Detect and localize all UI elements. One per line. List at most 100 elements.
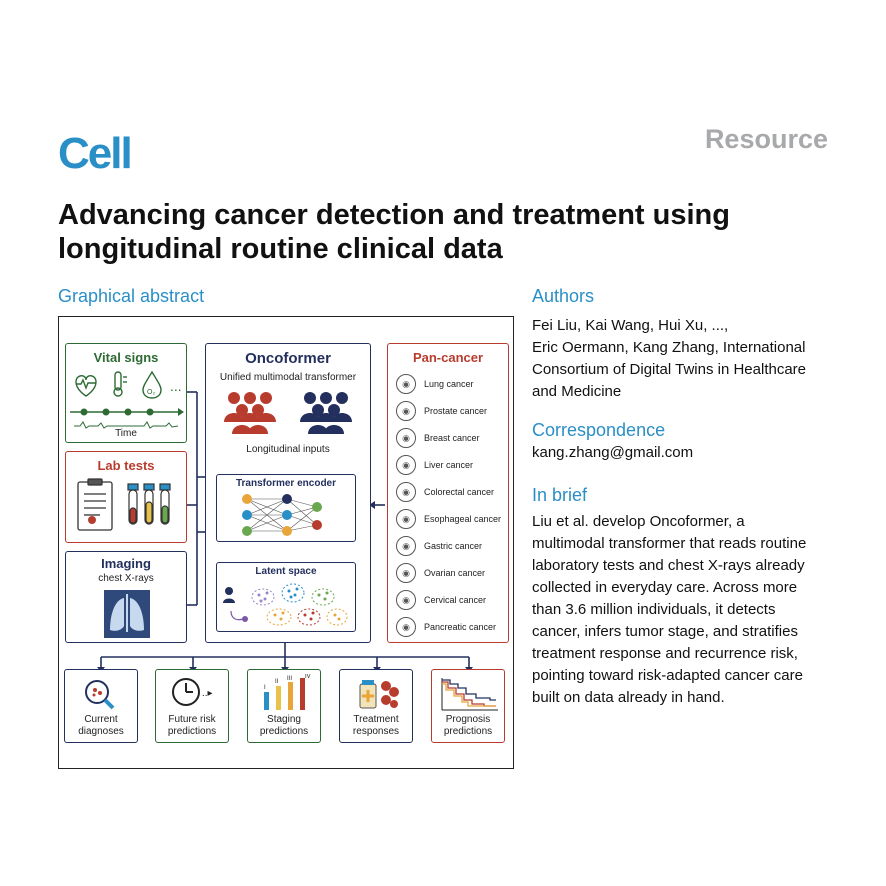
cancer-item-esophageal: ◉ Esophageal cancer (396, 507, 501, 531)
cancer-item-lung: ◉ Lung cancer (396, 372, 474, 396)
correspondence-email[interactable]: kang.zhang@gmail.com (532, 444, 694, 461)
oncoformer-panel: Oncoformer Unified multimodal transforme… (205, 343, 371, 643)
cancer-label: Ovarian cancer (424, 568, 486, 578)
latent-space-label: Latent space (255, 566, 317, 577)
in-brief-line: pointing toward risk-adapted cancer care (532, 667, 803, 684)
output-label-line: Current (84, 714, 118, 725)
esophagus-icon: ◉ (396, 509, 416, 529)
graphical-abstract-heading: Graphical abstract (58, 286, 205, 306)
imaging-panel: Imaging chest X-rays (65, 551, 187, 643)
article-type: Resource (704, 124, 828, 154)
cancer-label: Colorectal cancer (424, 487, 495, 497)
clusters-icon (223, 583, 348, 626)
magnifier-icon (85, 680, 115, 710)
svg-text:O₂: O₂ (147, 389, 155, 396)
oncoformer-subtitle: Unified multimodal transformer (219, 372, 357, 383)
time-label: Time (115, 428, 137, 439)
journal-logo: Cell (58, 129, 133, 178)
breast-icon: ◉ (396, 428, 416, 448)
in-brief-heading: In brief (532, 485, 588, 505)
in-brief-line: cancer, infers tumor stage, and stratifi… (532, 623, 798, 640)
in-brief-line: treatment response and recurrence risk, (532, 645, 798, 662)
vital-signs-title: Vital signs (93, 350, 159, 365)
stage-label: I (264, 685, 266, 691)
in-brief-line: laboratory tests and chest X-rays alread… (532, 557, 805, 574)
authors-line: Eric Oermann, Kang Zhang, International (532, 339, 806, 356)
cancer-item-liver: ◉Liver cancer (396, 453, 473, 477)
in-brief-line: built on data already in hand. (532, 689, 725, 706)
authors-list: Fei Liu, Kai Wang, Hui Xu, ..., Eric Oer… (532, 315, 837, 403)
in-brief-line: collected in everyday care. Across more (532, 579, 798, 596)
chest-xray-icon (104, 590, 150, 638)
lab-tests-title: Lab tests (97, 458, 155, 473)
cancer-label: Cervical cancer (424, 595, 487, 605)
svg-text:..▸: ..▸ (202, 688, 213, 699)
transformer-encoder-box: Transformer encoder (216, 474, 356, 542)
output-label-line: predictions (443, 726, 493, 737)
output-label-line: Staging (267, 714, 301, 725)
clock-icon: ..▸ (172, 678, 213, 706)
pancreas-icon: ◉ (396, 617, 416, 637)
lungs-icon: ◉ (396, 374, 416, 394)
in-brief-text: Liu et al. develop Oncoformer, a multimo… (532, 511, 837, 709)
ovary-icon: ◉ (396, 563, 416, 583)
cancer-label: Lung cancer (424, 379, 474, 389)
cancer-label: Gastric cancer (424, 541, 483, 551)
output-label-line: diagnoses (78, 726, 124, 737)
cancer-item-gastric: ◉ Gastric cancer (396, 534, 482, 558)
prostate-icon: ◉ (396, 401, 416, 421)
medication-icon (359, 680, 399, 709)
cancer-label: Prostate cancer (424, 406, 488, 416)
thermometer-icon (113, 371, 127, 397)
in-brief-line: Liu et al. develop Oncoformer, a (532, 513, 745, 530)
authors-line: and Medicine (532, 383, 622, 400)
stage-label: II (275, 679, 279, 685)
test-tubes-icon (127, 483, 171, 525)
cancer-label: Esophageal cancer (424, 514, 502, 524)
correspondence-heading: Correspondence (532, 420, 666, 440)
stage-label: IV (305, 674, 311, 680)
cancer-label: Liver cancer (424, 460, 474, 470)
output-label-line: responses (352, 726, 400, 737)
survival-curve-icon (441, 678, 498, 711)
lab-tests-panel: Lab tests (65, 451, 187, 543)
cervix-icon: ◉ (396, 590, 416, 610)
oxygen-drop-icon (142, 370, 162, 399)
article-title: Advancing cancer detection and treatment… (58, 199, 730, 265)
latent-space-box: Latent space (216, 562, 356, 632)
in-brief-line: than 3.6 million individuals, it detects (532, 601, 776, 618)
colon-icon: ◉ (396, 482, 416, 502)
oncoformer-title: Oncoformer (245, 350, 331, 367)
cancer-item-ovarian: ◉ Ovarian cancer (396, 561, 485, 585)
transformer-encoder-label: Transformer encoder (235, 478, 337, 489)
pan-cancer-panel: Pan-cancer ◉ Lung cancer ◉ Prostate cancer… (387, 343, 509, 643)
staging-bars-icon: I II III IV (264, 674, 311, 710)
neural-network-icon (242, 494, 322, 536)
cancer-item-breast: ◉Breast cancer (396, 426, 480, 450)
graphical-abstract: Vital signs O₂ ... Time Lab tes (58, 316, 514, 769)
authors-heading: Authors (532, 286, 595, 306)
stomach-icon: ◉ (396, 536, 416, 556)
authors-line: Fei Liu, Kai Wang, Hui Xu, ..., (532, 317, 729, 334)
output-label-line: Treatment (353, 714, 399, 725)
timeline-wave (74, 421, 179, 429)
output-label-line: predictions (167, 726, 217, 737)
pan-cancer-title: Pan-cancer (412, 350, 484, 365)
cancer-item-cervical: ◉ Cervical cancer (396, 588, 486, 612)
cancer-label: Pancreatic cancer (424, 622, 497, 632)
output-label-line: Prognosis (445, 714, 491, 725)
in-brief-line: multimodal transformer that reads routin… (532, 535, 807, 552)
longitudinal-inputs-label: Longitudinal inputs (246, 444, 330, 455)
clipboard-icon (77, 478, 113, 531)
cancer-item-pancreatic: ◉ Pancreatic cancer (396, 615, 496, 639)
